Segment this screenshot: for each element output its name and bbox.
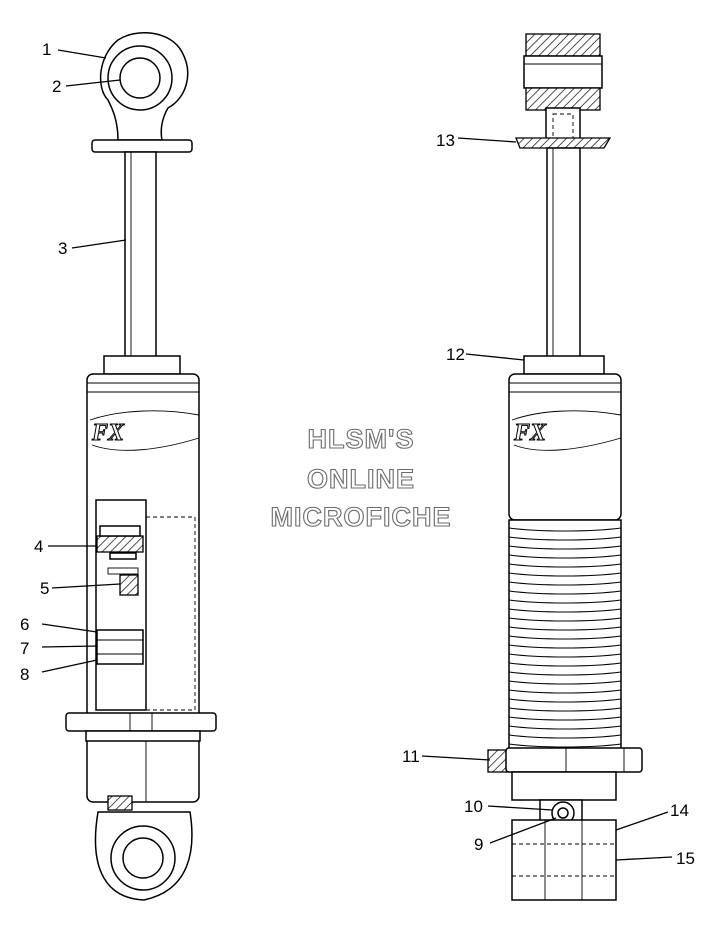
callout-7: 7 [20,639,29,658]
spring-coil [508,734,622,739]
spring-coil [508,698,622,703]
spring-coil [508,680,622,685]
callout-9: 9 [474,835,483,854]
spring-coil [508,662,622,667]
spring-coil [508,689,622,694]
spring-coil [508,635,622,640]
spring-coil [508,644,622,649]
watermark-line-3: MICROFICHE [271,502,452,532]
spring-coil [508,725,622,730]
spring-coils [508,527,622,748]
callout-1: 1 [42,40,51,59]
spring-coil [508,536,622,541]
right-shock-assembly: FX [487,33,643,901]
spring-coil [508,527,622,532]
spring-coil [508,590,622,595]
spring-coil [508,554,622,559]
callout-3: 3 [58,239,67,258]
callout-5: 5 [40,579,49,598]
callout-2: 2 [52,77,61,96]
spring-coil [508,743,622,748]
callout-8: 8 [20,665,29,684]
callout-15: 15 [676,849,695,868]
svg-text:FX: FX [91,420,125,446]
watermark: HLSM'S ONLINE MICROFICHE [270,423,452,532]
callout-labels: 1 2 3 4 5 6 7 8 9 10 11 12 13 14 15 [20,40,695,868]
spring-coil [508,653,622,658]
spring-coil [508,707,622,712]
callout-12: 12 [446,345,465,364]
spring-coil [508,572,622,577]
spring-coil [508,617,622,622]
callout-13: 13 [436,131,455,150]
spring-coil [508,599,622,604]
spring-coil [508,563,622,568]
callout-4: 4 [34,537,43,556]
callout-11: 11 [402,747,420,766]
watermark-line-2: ONLINE [307,464,415,494]
spring-coil [508,545,622,550]
callout-10: 10 [464,797,483,816]
left-shock-assembly: FX [65,32,217,901]
callout-6: 6 [20,615,29,634]
svg-text:FX: FX [513,420,547,446]
leader-lines [41,49,673,861]
spring-coil [508,581,622,586]
spring-coil [508,716,622,721]
spring-coil [508,608,622,613]
callout-14: 14 [670,801,689,820]
watermark-line-1: HLSM'S [308,424,415,454]
spring-coil [508,671,622,676]
spring-coil [508,626,622,631]
